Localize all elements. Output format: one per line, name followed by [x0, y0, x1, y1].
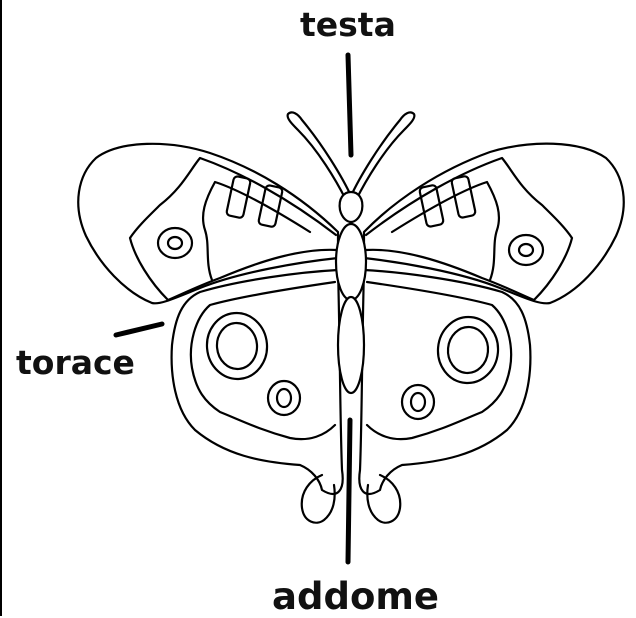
label-thorax: torace — [16, 346, 135, 379]
right-forewing-eye-inner — [519, 244, 533, 256]
left-forewing-eye-inner — [168, 237, 182, 249]
butterfly-thorax — [336, 224, 366, 300]
left-hindwing-spot-outer — [268, 381, 300, 415]
right-hindwing-spot-outer — [402, 385, 434, 419]
thorax-pointer-line — [116, 324, 162, 335]
label-head: testa — [300, 8, 396, 41]
right-forewing — [364, 144, 624, 304]
abdomen-pointer-line — [348, 420, 350, 562]
right-forewing-eye-outer — [509, 235, 543, 265]
butterfly-abdomen — [338, 297, 364, 393]
butterfly-head — [340, 192, 363, 222]
right-hindwing-spot-inner — [411, 393, 425, 411]
right-antenna — [350, 112, 414, 200]
label-abdomen: addome — [272, 578, 439, 615]
left-forewing — [78, 144, 338, 304]
right-hindwing-eye-inner — [446, 325, 490, 374]
head-pointer-line — [348, 55, 351, 155]
left-hindwing-spot-inner — [277, 389, 291, 407]
left-forewing-spot-1 — [226, 176, 251, 219]
right-hindwing-eye-outer — [435, 315, 501, 386]
left-hindwing-band — [191, 282, 335, 439]
left-antenna — [288, 112, 352, 200]
right-hindwing — [359, 270, 530, 494]
left-forewing-eye-outer — [158, 228, 192, 258]
left-hindwing — [172, 270, 343, 494]
left-hindwing-eye-outer — [204, 311, 270, 382]
left-hindwing-eye-inner — [215, 321, 259, 370]
right-forewing-spot-2 — [451, 176, 476, 219]
